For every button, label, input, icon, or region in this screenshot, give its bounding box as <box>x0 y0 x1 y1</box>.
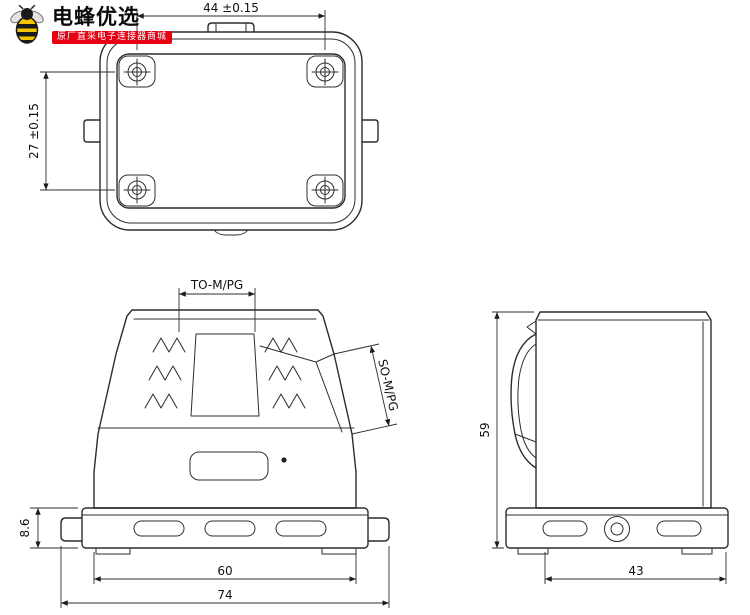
top-view-left-tab <box>83 119 101 143</box>
brand-name: 电蜂优选 <box>52 5 140 29</box>
bee-antennae <box>18 5 36 10</box>
top-view-opening <box>116 53 346 209</box>
side-view-feet <box>517 547 713 555</box>
dim-74-extension-lines <box>60 546 390 608</box>
top-view-top-boss-lines <box>215 22 247 33</box>
top-view-right-tab <box>361 119 379 143</box>
side-view-latch-lever-inner <box>517 343 537 459</box>
bee-stripes <box>16 24 38 43</box>
side-view-latch-lever <box>510 333 537 469</box>
front-view-left-mount-tab <box>60 517 83 542</box>
side-view-dimensions: 59 43 <box>478 311 727 584</box>
bee-body <box>15 16 39 44</box>
dim-60-label: 60 <box>217 564 232 578</box>
front-view-right-mount-tab <box>367 517 390 542</box>
top-view-bottom-boss <box>213 229 249 236</box>
front-view-pin-dot <box>281 457 287 463</box>
side-view-latch-hook <box>526 320 537 335</box>
side-view-flange <box>505 507 729 549</box>
top-view-outer-body <box>99 31 363 231</box>
top-view <box>83 22 379 236</box>
top-view-screw-pads <box>118 55 344 207</box>
front-view <box>60 309 390 555</box>
dim-59-extension-lines <box>492 311 534 549</box>
side-view-outline <box>535 311 712 509</box>
dim-59-label: 59 <box>478 422 492 437</box>
top-view-dimensions: 44 ±0.15 27 ±0.15 <box>27 1 326 191</box>
dim-8-6-label: 8.6 <box>18 518 32 537</box>
side-view-mount-hole-inner <box>610 522 624 536</box>
side-view-latch-detail <box>514 433 537 443</box>
front-view-label-recess <box>189 451 269 481</box>
dim-74-label: 74 <box>217 588 232 602</box>
dim-side-entry-label: SO-M/PG <box>375 358 400 412</box>
front-view-dimensions: TO-M/PG SO-M/PG 8.6 60 74 <box>18 278 401 608</box>
side-view-flange-slots <box>542 520 702 537</box>
brand-tagline: 原厂直采电子连接器商城 <box>52 31 173 44</box>
top-view-top-boss <box>207 22 255 33</box>
dim-27-extension-lines <box>40 71 115 191</box>
dim-43-label: 43 <box>628 564 643 578</box>
front-view-feet <box>95 547 357 555</box>
side-view <box>505 311 729 555</box>
bee-head <box>21 8 33 20</box>
dim-side-entry-line <box>369 345 391 427</box>
front-view-flange <box>81 507 369 549</box>
front-view-outline <box>93 309 357 509</box>
dim-27-label: 27 ±0.15 <box>27 103 41 159</box>
front-view-strain-relief-ridges <box>144 337 306 409</box>
dim-8-6-extension-lines <box>30 507 78 549</box>
front-view-entry-panel <box>190 333 260 417</box>
top-view-chamfer-contour <box>106 38 356 224</box>
top-view-screws <box>123 58 339 204</box>
brand-logo: 电蜂优选 原厂直采电子连接器商城 <box>7 5 173 47</box>
dim-top-entry-label: TO-M/PG <box>190 278 243 292</box>
front-view-flange-slots <box>133 520 327 537</box>
side-view-mount-hole-outer <box>604 516 630 542</box>
bee-icon <box>10 5 44 44</box>
front-view-bevel-lines <box>259 345 343 433</box>
dim-44-label: 44 ±0.15 <box>203 1 259 15</box>
